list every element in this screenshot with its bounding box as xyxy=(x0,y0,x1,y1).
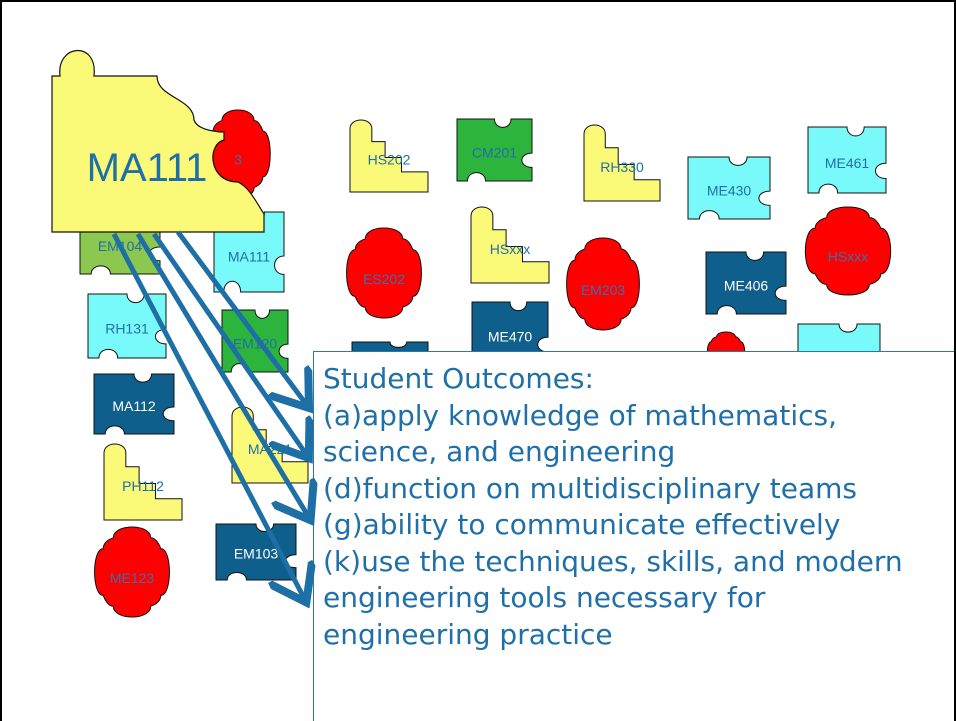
main-piece-label: MA111 xyxy=(87,146,208,190)
piece-label: ME406 xyxy=(724,277,769,293)
outcome-line: (d)function on multidisciplinary teams xyxy=(323,471,857,505)
piece-label: EM203 xyxy=(581,282,626,298)
piece-label: RH131 xyxy=(105,321,149,337)
outcome-line: (k)use the techniques, skills, and moder… xyxy=(323,544,903,578)
piece-label: HSxxx xyxy=(828,249,868,265)
puzzle-piece-es202 xyxy=(346,227,422,319)
outcome-line: science, and engineering xyxy=(323,435,676,468)
puzzle-piece-hs202 xyxy=(349,119,429,193)
piece-label: ME470 xyxy=(488,329,533,345)
puzzle-piece-rh330 xyxy=(583,124,661,202)
puzzle-piece-hsxxx-2 xyxy=(804,206,892,296)
outcome-arrow xyxy=(135,232,308,516)
outcome-line: engineering practice xyxy=(323,617,613,651)
outcome-line: engineering tools necessary for xyxy=(323,581,766,614)
outcome-arrow xyxy=(111,232,304,598)
puzzle-piece-me461 xyxy=(807,126,887,194)
piece-label: MA112 xyxy=(112,398,156,414)
piece-label: RH330 xyxy=(600,159,644,175)
puzzle-piece-hsxxx-1 xyxy=(470,206,550,284)
piece-label: ES202 xyxy=(363,271,405,287)
puzzle-piece-me123 xyxy=(94,526,170,618)
puzzle-piece-me406 xyxy=(705,251,787,315)
outcome-arrow xyxy=(151,232,306,454)
piece-label: HS202 xyxy=(368,152,411,168)
outcomes-text: Student Outcomes: (a)apply knowledge of … xyxy=(323,361,953,653)
outcomes-box xyxy=(313,351,954,721)
piece-label: EM103 xyxy=(234,546,279,562)
piece-label: 3 xyxy=(234,152,242,168)
puzzle-piece-cm201 xyxy=(456,118,533,182)
piece-label: PH112 xyxy=(122,478,164,494)
outcome-arrow xyxy=(175,230,306,404)
piece-label: MA111 xyxy=(228,249,270,265)
outcome-line: (g)ability to communicate effectively xyxy=(323,508,841,541)
puzzle-piece-ph112 xyxy=(103,443,183,521)
puzzle-piece-me430 xyxy=(687,156,771,220)
piece-label: ME461 xyxy=(825,155,870,171)
piece-label: ME123 xyxy=(110,570,155,586)
outcomes-heading: Student Outcomes: xyxy=(323,362,594,395)
piece-label: CM201 xyxy=(472,144,517,160)
main-puzzle-piece xyxy=(51,49,265,233)
puzzle-piece-rh131 xyxy=(87,293,167,359)
piece-label: ME430 xyxy=(707,182,752,198)
piece-label: HSxxx xyxy=(490,241,530,257)
outcome-line: (a)apply knowledge of mathematics, xyxy=(323,398,837,432)
puzzle-piece-em203 xyxy=(566,237,640,331)
puzzle-piece-ma112 xyxy=(93,373,175,435)
